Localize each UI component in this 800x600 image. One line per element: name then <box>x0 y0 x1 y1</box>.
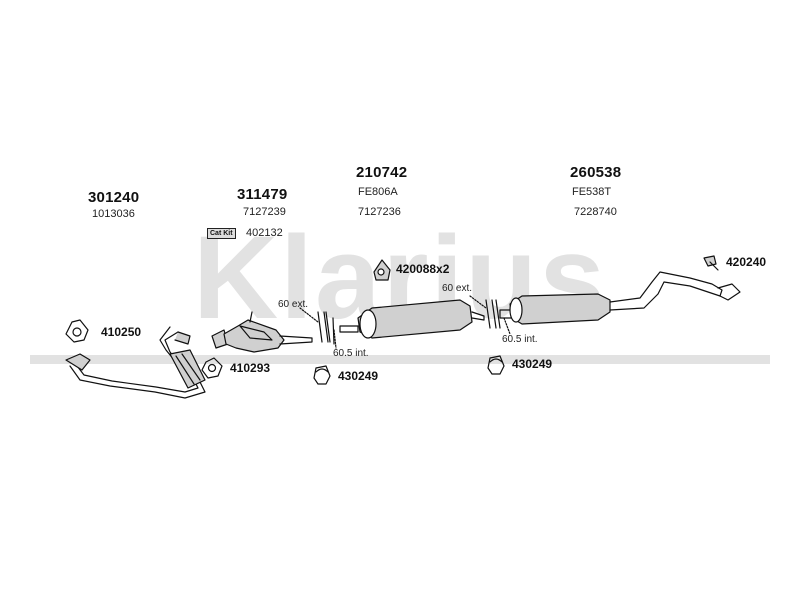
rear-silencer <box>499 271 741 325</box>
joint-b-int: 60.5 int. <box>502 334 538 345</box>
middle-silencer <box>339 299 485 339</box>
front-pipe-number: 301240 <box>88 189 140 206</box>
clamp-430249-a <box>313 365 331 385</box>
catalyst-oe: 7127239 <box>243 206 286 218</box>
tail-mount-number: 420240 <box>726 255 767 269</box>
cat-kit-number: 402132 <box>246 227 283 239</box>
cat-kit-badge: Cat Kit <box>207 228 236 239</box>
joint-a-int: 60.5 int. <box>333 348 369 359</box>
middle-silencer-number: 210742 <box>356 164 408 181</box>
watermark-bar <box>30 355 770 364</box>
joint-b <box>469 295 511 335</box>
catalyst <box>211 311 313 353</box>
rear-silencer-number: 260538 <box>570 164 622 181</box>
rubber-mount-420088 <box>373 259 391 281</box>
joint-b-ext: 60 ext. <box>442 283 473 294</box>
rear-silencer-code: FE538T <box>572 186 612 198</box>
middle-silencer-code: FE806A <box>358 186 398 198</box>
gasket-number: 410250 <box>101 325 142 339</box>
middle-silencer-oe: 7127236 <box>358 206 401 218</box>
catalyst-number: 311479 <box>237 186 288 203</box>
gasket-410250 <box>65 319 89 343</box>
clamp-430249-b <box>487 355 505 375</box>
joint-a-ext: 60 ext. <box>278 299 309 310</box>
clamp-b-number: 430249 <box>512 357 553 371</box>
flange-number: 410293 <box>230 361 271 375</box>
front-pipe-oe: 1013036 <box>92 208 135 220</box>
front-pipe <box>65 326 206 399</box>
tail-mount-420240 <box>703 255 719 271</box>
rubber-mount-number: 420088x2 <box>396 262 450 276</box>
clamp-a-number: 430249 <box>338 369 379 383</box>
flange-410293 <box>201 357 223 379</box>
rear-silencer-oe: 7228740 <box>574 206 617 218</box>
joint-a <box>299 307 337 349</box>
